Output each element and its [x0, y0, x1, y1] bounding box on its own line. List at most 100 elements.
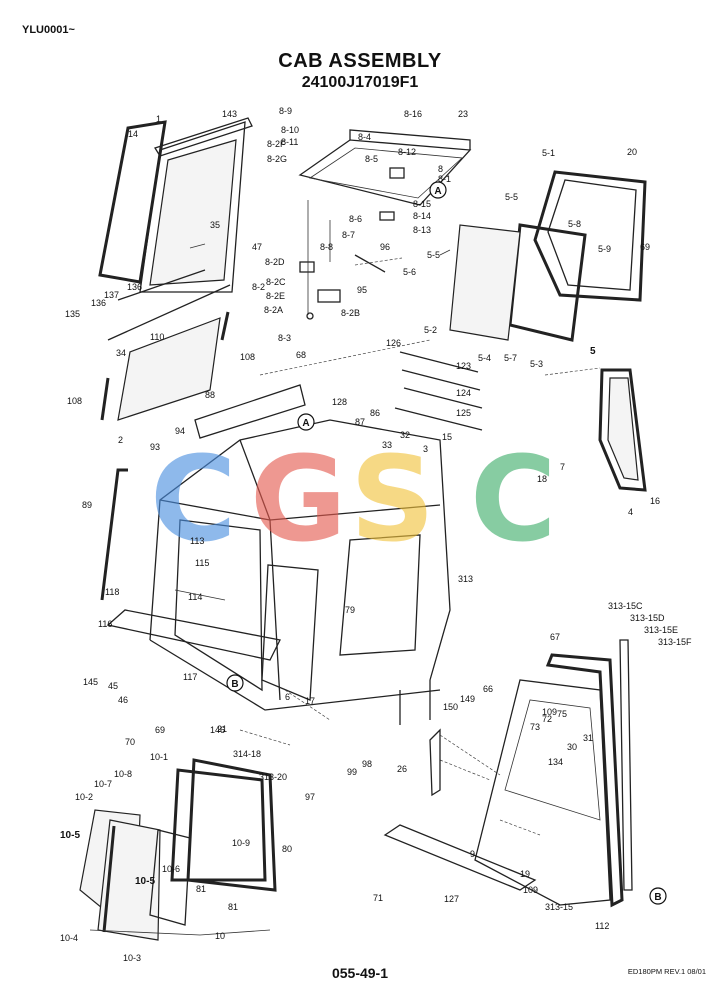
part-label-94: 94: [175, 426, 185, 436]
part-label-8-2f: 8-2F: [267, 139, 286, 149]
part-label-79: 79: [345, 605, 355, 615]
page-number: 055-49-1: [331, 965, 389, 981]
part-label-5-6: 5-6: [403, 267, 416, 277]
part-label-5-2: 5-2: [424, 325, 437, 335]
page-title: CAB ASSEMBLY: [278, 50, 442, 72]
part-label-135: 135: [65, 309, 80, 319]
part-label-98: 98: [362, 759, 372, 769]
part-label-146: 146: [210, 725, 225, 735]
part-label-8-11: 8-11: [281, 137, 298, 147]
part-label-128: 128: [332, 397, 347, 407]
part-label-72: 72: [542, 714, 552, 724]
part-label-32: 32: [400, 430, 410, 440]
part-label-8-10: 8-10: [281, 125, 299, 135]
part-label-81: 81: [196, 884, 206, 894]
part-label-8-2g: 8-2G: [267, 154, 287, 164]
callout-b-left: B: [226, 674, 244, 692]
part-label-313-20: 313-20: [259, 772, 287, 782]
front-lower-window: [79, 758, 277, 941]
part-label-19: 19: [520, 869, 530, 879]
callout-a-top: A: [429, 181, 447, 199]
part-label-112: 112: [595, 921, 609, 931]
part-label-5-1: 5-1: [542, 148, 555, 158]
part-label-68: 68: [296, 350, 306, 360]
part-label-110: 110: [150, 332, 164, 342]
part-label-8-4: 8-4: [358, 132, 371, 142]
part-label-5-5: 5-5: [427, 250, 440, 260]
part-label-8: 8: [438, 164, 443, 174]
part-label-20: 20: [627, 147, 637, 157]
assembly-part-number: 24100J17019F1: [301, 74, 419, 91]
revision-note: ED180PM REV.1 08/01: [627, 967, 706, 976]
part-label-26: 26: [397, 764, 407, 774]
part-label-23: 23: [458, 109, 468, 119]
part-label-5-3: 5-3: [530, 359, 543, 369]
part-label-8-2e: 8-2E: [266, 291, 285, 301]
part-label-10-5: 10-5: [60, 830, 80, 841]
part-label-5: 5: [590, 346, 596, 357]
part-label-10-5: 10-5: [135, 876, 155, 887]
watermark-letter: S: [350, 430, 435, 568]
part-label-313-15: 313-15: [545, 902, 573, 912]
part-label-35: 35: [210, 220, 220, 230]
part-label-10-7: 10-7: [94, 779, 112, 789]
part-label-8-3: 8-3: [278, 333, 291, 343]
part-label-5-7: 5-7: [504, 353, 517, 363]
part-label-80: 80: [282, 844, 292, 854]
part-label-1: 1: [156, 114, 161, 124]
part-label-8-12: 8-12: [398, 147, 416, 157]
part-label-5-9: 5-9: [598, 244, 611, 254]
part-label-75: 75: [557, 709, 567, 719]
part-label-114: 114: [188, 592, 202, 602]
part-label-10-1: 10-1: [150, 752, 168, 762]
part-label-14: 14: [128, 129, 138, 139]
part-label-6: 6: [285, 692, 290, 702]
part-label-30: 30: [567, 742, 577, 752]
part-label-81: 81: [228, 902, 238, 912]
part-label-47: 47: [252, 242, 262, 252]
part-label-70: 70: [125, 737, 135, 747]
part-label-10-9: 10-9: [232, 838, 250, 848]
part-label-67: 67: [550, 632, 560, 642]
part-label-34: 34: [116, 348, 126, 358]
part-label-45: 45: [108, 681, 118, 691]
part-label-314-18: 314-18: [233, 749, 261, 759]
part-label-89: 89: [82, 500, 92, 510]
svg-text:A: A: [302, 418, 309, 429]
part-label-16: 16: [650, 496, 660, 506]
part-label-8-7: 8-7: [342, 230, 355, 240]
part-label-8-16: 8-16: [404, 109, 422, 119]
part-label-15: 15: [442, 432, 452, 442]
part-label-88: 88: [205, 390, 215, 400]
part-label-18: 18: [537, 474, 547, 484]
part-label-7: 7: [560, 462, 565, 472]
watermark-letter: G: [250, 430, 347, 568]
part-label-95: 95: [357, 285, 367, 295]
part-label-116: 116: [98, 619, 112, 629]
part-label-10-6: 10-6: [162, 864, 180, 874]
rods: [394, 351, 483, 431]
part-label-10-4: 10-4: [60, 933, 78, 943]
part-label-69: 69: [155, 725, 165, 735]
part-label-123: 123: [456, 361, 471, 371]
part-label-127: 127: [444, 894, 459, 904]
part-label-8-2: 8-2: [252, 282, 265, 292]
model-code: YLU0001~: [22, 24, 75, 36]
part-label-125: 125: [456, 408, 471, 418]
part-label-46: 46: [118, 695, 128, 705]
part-label-117: 117: [183, 672, 197, 682]
part-label-145: 145: [83, 677, 98, 687]
part-label-86: 86: [370, 408, 380, 418]
watermark-letter: C: [470, 430, 557, 568]
part-label-10: 10: [215, 931, 225, 941]
part-label-137: 137: [104, 290, 119, 300]
part-label-10-8: 10-8: [114, 769, 132, 779]
part-label-136: 136: [127, 282, 142, 292]
part-label-5-8: 5-8: [568, 219, 581, 229]
part-label-5-4: 5-4: [478, 353, 491, 363]
part-label-3: 3: [423, 444, 428, 454]
roof-panel: [298, 129, 472, 320]
